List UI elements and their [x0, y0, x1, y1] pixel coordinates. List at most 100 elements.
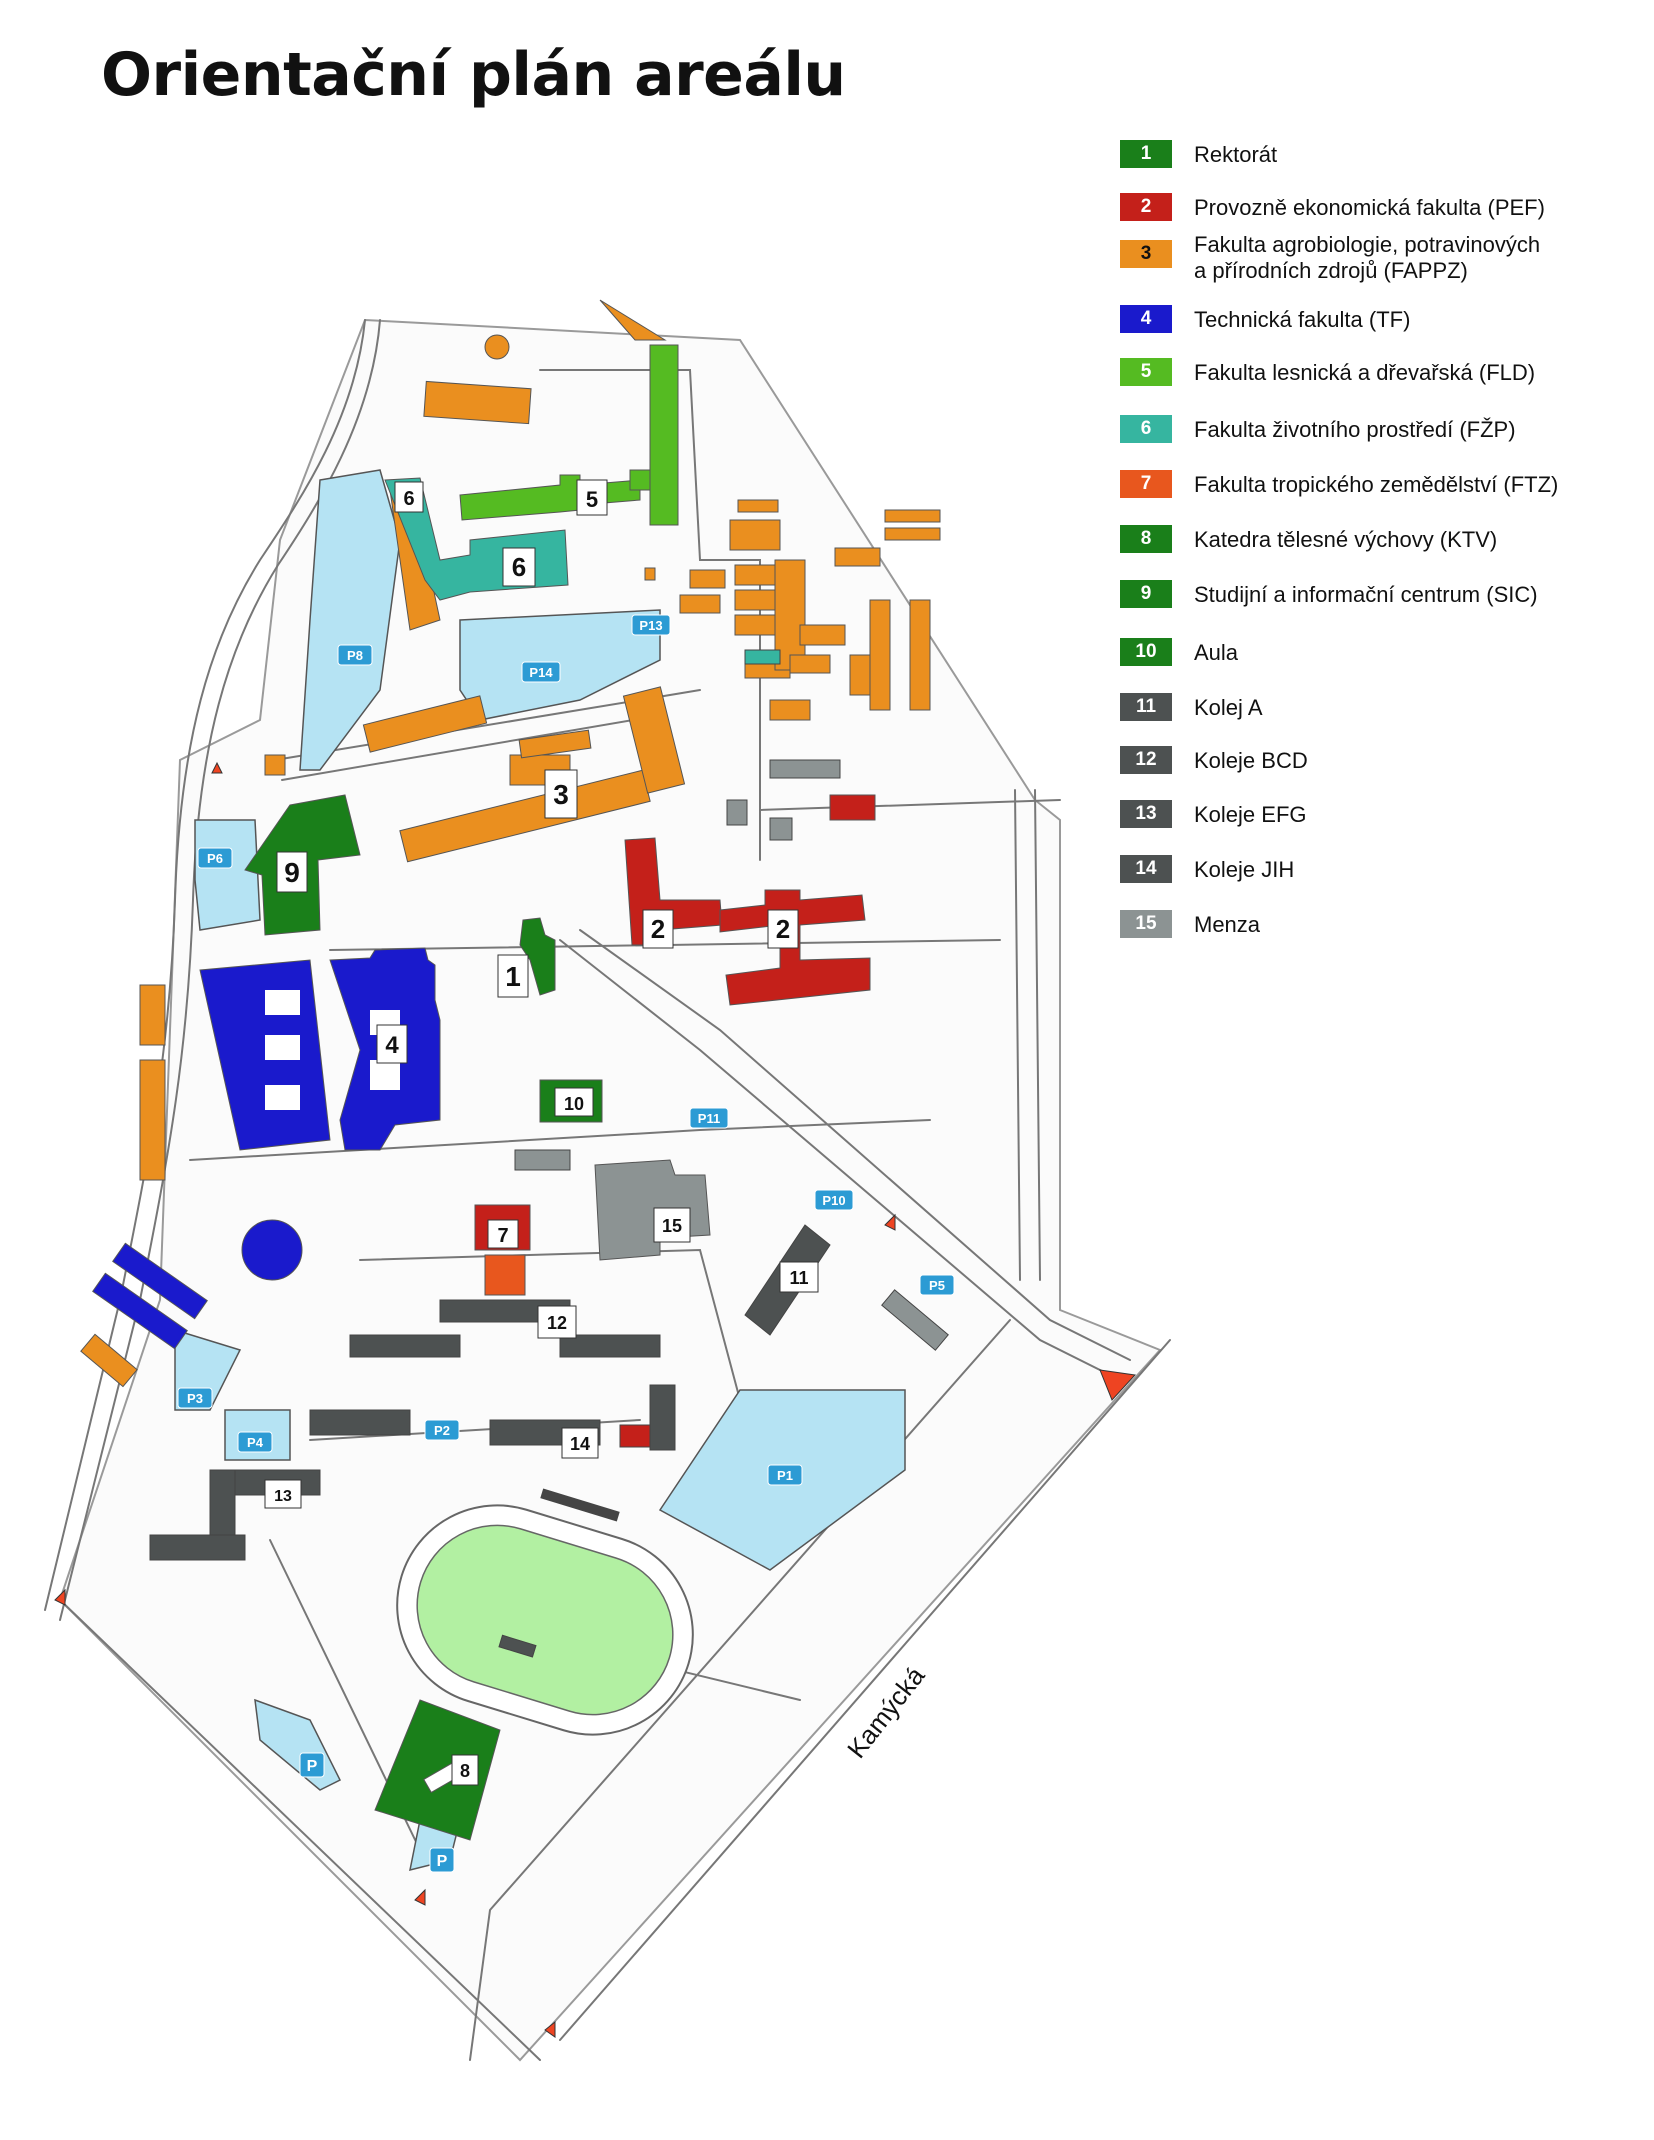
building-orange-26: [849, 654, 871, 696]
legend-label: Rektorát: [1194, 142, 1277, 168]
ftz-building-south: [484, 1254, 526, 1296]
parking-badge-p14: P14: [521, 661, 561, 683]
koleje-efg-3: [209, 1469, 236, 1541]
building-orange-27: [139, 984, 166, 1046]
legend-label-line: Kolej A: [1194, 695, 1263, 720]
parking-badge-p8-text: P8: [347, 648, 363, 663]
small-gray-6: [769, 817, 793, 841]
koleje-bcd-3: [559, 1334, 661, 1358]
triangle-building: [599, 299, 667, 341]
legend-swatch: 8: [1120, 525, 1172, 553]
ktv-building: [374, 1699, 501, 1841]
building-orange-6: [518, 729, 592, 759]
page-title: Orientační plán areálu: [101, 40, 846, 110]
legend-label-line: Fakulta lesnická a dřevařská (FLD): [1194, 360, 1536, 385]
label-building-14: 14: [561, 1427, 599, 1459]
track-field: [416, 1524, 674, 1716]
legend-label-line: Menza: [1194, 912, 1261, 937]
parking-badge-p10: P10: [814, 1189, 854, 1211]
parking-badge-p8: P8: [337, 644, 373, 666]
label-building-8-text: 8: [460, 1761, 470, 1781]
parking-badge-p5: P5: [919, 1274, 955, 1296]
label-building-13: 13: [264, 1479, 302, 1509]
road-east-2: [1034, 789, 1041, 1281]
legend-swatch: 1: [1120, 140, 1172, 168]
parking-badge-p-south-2-text: P: [437, 1853, 448, 1870]
road-north-west-inner: [59, 319, 381, 1621]
tf-building-south-1: [92, 1272, 188, 1350]
label-building-6a: 6: [394, 481, 424, 513]
building-labels: 1 2 2 3 4 5 6 6 7 8 9 10 11 12 13 14 15: [264, 479, 819, 1786]
building-orange-21: [884, 509, 941, 523]
tribune: [540, 1488, 620, 1522]
label-building-15: 15: [653, 1207, 691, 1243]
label-building-12-text: 12: [547, 1313, 567, 1333]
legend-label: Technická fakulta (TF): [1194, 307, 1410, 333]
building-orange-10: [729, 519, 781, 551]
entrance-marker-3: [1099, 1369, 1137, 1401]
label-building-6b: 6: [502, 547, 536, 587]
parking-badge-p-south-2: P: [429, 1847, 455, 1873]
legend-swatch: 12: [1120, 746, 1172, 774]
building-orange-23: [834, 547, 881, 567]
parking-badge-p4-text: P4: [247, 1435, 264, 1450]
road-kamycka-south: [559, 1339, 1171, 2041]
parking-badge-p6: P6: [197, 847, 233, 869]
parking-badge-p-south-1: P: [299, 1752, 325, 1778]
label-building-1: 1: [497, 954, 529, 998]
legend-label-line: Provozně ekonomická fakulta (PEF): [1194, 195, 1545, 220]
tf-courtyard-2: [265, 1035, 300, 1060]
parking-badge-p11: P11: [689, 1107, 729, 1129]
legend-swatch: 14: [1120, 855, 1172, 883]
fld-building-link: [629, 469, 651, 491]
tf-courtyards: [265, 990, 400, 1110]
label-building-11-text: 11: [789, 1268, 808, 1288]
parking-badge-p3: P3: [177, 1387, 213, 1409]
tf-courtyard-3: [265, 1085, 300, 1110]
label-building-6b-text: 6: [512, 552, 526, 582]
parking-badge-p1-text: P1: [777, 1468, 793, 1483]
koleje-jih-2: [649, 1384, 676, 1451]
entrance-marker-6: [544, 2020, 556, 2038]
legend-label-line-2: a přírodních zdrojů (FAPPZ): [1194, 258, 1468, 283]
parking-badge-p10-text: P10: [822, 1193, 845, 1208]
rektorat-building: [519, 917, 556, 996]
koleje-jih-red: [619, 1424, 651, 1448]
legend-label-line: Koleje BCD: [1194, 748, 1308, 773]
building-orange-22: [884, 527, 941, 541]
label-building-5: 5: [576, 479, 608, 516]
label-building-12: 12: [537, 1305, 577, 1339]
road-east-top: [759, 799, 1061, 811]
label-building-4: 4: [376, 1024, 408, 1064]
parking-badge-p3-text: P3: [187, 1391, 203, 1406]
koleje-efg-4: [149, 1534, 246, 1561]
label-building-1-text: 1: [505, 961, 521, 992]
legend-swatch: 2: [1120, 193, 1172, 221]
label-building-2b: 2: [767, 909, 799, 949]
building-orange-28: [139, 1059, 166, 1181]
koleje-efg-1: [309, 1409, 411, 1436]
tf-courtyard-1: [265, 990, 300, 1015]
legend-label: Fakulta životního prostředí (FŽP): [1194, 417, 1516, 443]
building-orange-13: [734, 564, 781, 586]
building-orange-14: [734, 589, 776, 611]
label-building-15-text: 15: [662, 1216, 682, 1236]
fld-building-long: [649, 344, 679, 526]
legend-label: Aula: [1194, 640, 1238, 666]
parking-badges: P1 P2 P3 P4 P5 P6 P8 P10 P11 P13 P14 P P: [177, 614, 955, 1873]
parking-badge-p2-text: P2: [434, 1423, 450, 1438]
tf-building-round: [241, 1219, 303, 1281]
building-orange-20: [789, 654, 831, 674]
building-orange-11: [689, 569, 726, 589]
legend-label-line: Rektorát: [1194, 142, 1278, 167]
legend-label-line: Fakulta životního prostředí (FŽP): [1194, 417, 1516, 442]
parking-badge-p4: P4: [237, 1431, 273, 1453]
building-orange-12: [679, 594, 721, 614]
small-gray-3: [881, 1289, 949, 1351]
road-diagonal-east-2: [579, 929, 1131, 1361]
building-orange-15: [734, 614, 776, 636]
tf-courtyard-5: [370, 1060, 400, 1090]
parking-badge-p5-text: P5: [929, 1278, 945, 1293]
legend-swatch: 6: [1120, 415, 1172, 443]
